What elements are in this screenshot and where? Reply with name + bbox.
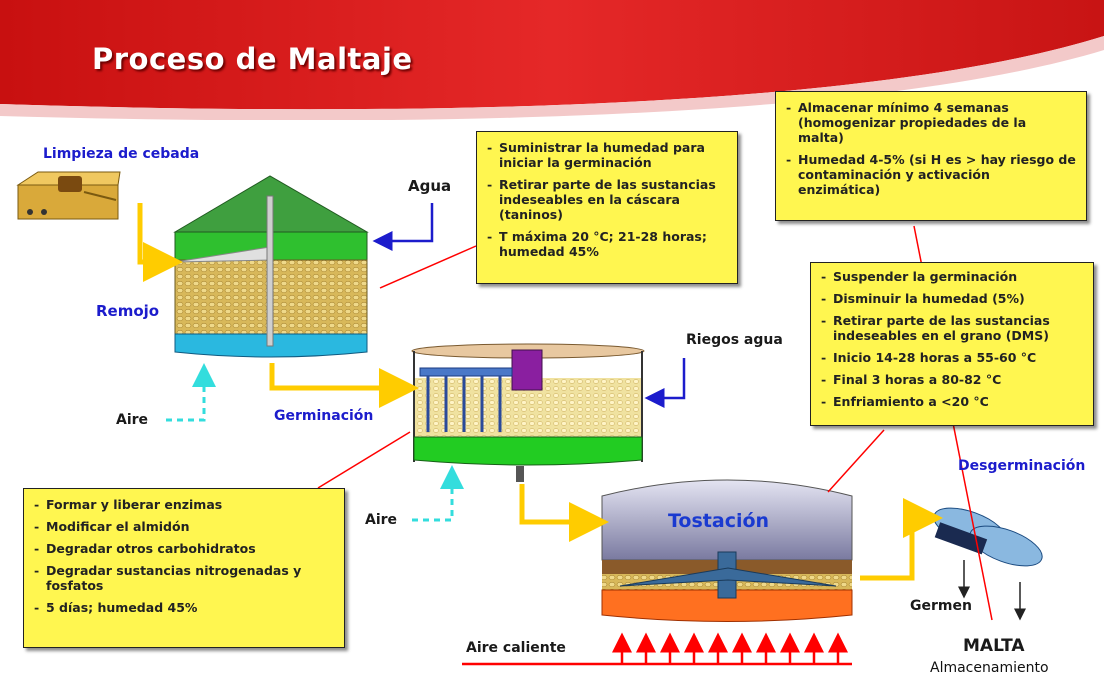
label-almacenamiento: Almacenamiento <box>930 660 1049 676</box>
germen-arrows <box>958 560 1026 621</box>
label-riegos-agua: Riegos agua <box>686 332 783 348</box>
label-tostacion: Tostación <box>668 510 770 532</box>
note-almacenamiento-item: Almacenar mínimo 4 semanas (homogenizar … <box>786 100 1076 145</box>
note-almacenamiento-item: Humedad 4-5% (si H es > hay riesgo de co… <box>786 152 1076 197</box>
desgerminacion-rollers-icon <box>933 507 1043 567</box>
label-aire-1: Aire <box>116 412 149 428</box>
note-germinacion-item: 5 días; humedad 45% <box>34 600 334 615</box>
flow-arrows <box>137 203 943 581</box>
label-desgerminacion: Desgerminación <box>958 458 1086 474</box>
note-tostacion-item: Final 3 horas a 80-82 °C <box>821 372 1083 387</box>
label-germen: Germen <box>910 598 972 614</box>
water-arrows <box>372 203 686 408</box>
label-remojo: Remojo <box>96 302 160 320</box>
note-tostacion: Suspender la germinación Disminuir la hu… <box>810 262 1094 426</box>
note-tostacion-item: Retirar parte de las sustancias indeseab… <box>821 313 1083 343</box>
note-germinacion: Formar y liberar enzimas Modificar el al… <box>23 488 345 648</box>
page-title: Proceso de Maltaje <box>92 42 413 76</box>
air-arrows <box>166 363 464 522</box>
note-tostacion-item: Disminuir la humedad (5%) <box>821 291 1083 306</box>
label-germinacion: Germinación <box>274 408 374 424</box>
note-tostacion-item: Suspender la germinación <box>821 269 1083 284</box>
label-limpieza: Limpieza de cebada <box>43 146 200 162</box>
label-malta: MALTA <box>963 636 1025 656</box>
note-germinacion-item: Degradar sustancias nitrogenadas y fosfa… <box>34 563 334 593</box>
label-aire-caliente: Aire caliente <box>466 640 566 656</box>
note-germinacion-item: Formar y liberar enzimas <box>34 497 334 512</box>
note-remojo-item: Retirar parte de las sustancias indeseab… <box>487 177 727 222</box>
note-tostacion-item: Enfriamiento a <20 °C <box>821 394 1083 409</box>
note-germinacion-item: Modificar el almidón <box>34 519 334 534</box>
note-remojo-item: T máxima 20 °C; 21-28 horas; humedad 45% <box>487 229 727 259</box>
note-germinacion-item: Degradar otros carbohidratos <box>34 541 334 556</box>
title-banner <box>0 0 1104 120</box>
remojo-tank <box>173 175 369 358</box>
note-almacenamiento: Almacenar mínimo 4 semanas (homogenizar … <box>775 91 1087 221</box>
note-remojo-item: Suministrar la humedad para iniciar la g… <box>487 140 727 170</box>
label-agua: Agua <box>408 177 452 195</box>
tostacion-kiln <box>601 479 853 622</box>
note-remojo: Suministrar la humedad para iniciar la g… <box>476 131 738 284</box>
label-aire-2: Aire <box>365 512 398 528</box>
hot-air-arrows <box>462 632 852 666</box>
cleaning-machine-icon <box>16 171 121 220</box>
note-tostacion-item: Inicio 14-28 horas a 55-60 °C <box>821 350 1083 365</box>
germinacion-tank <box>411 343 645 482</box>
